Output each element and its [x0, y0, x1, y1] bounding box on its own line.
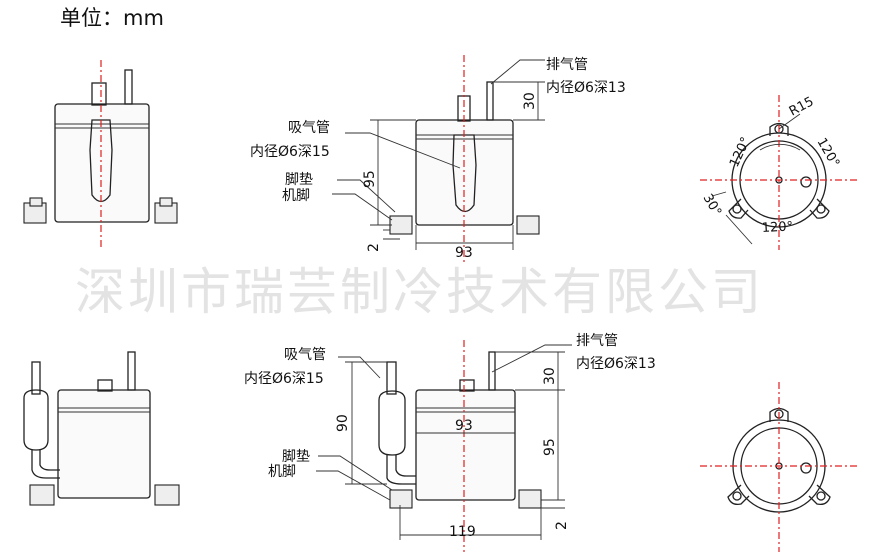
bottom-foot-dim: 2 [554, 521, 570, 530]
top-exhaust-label: 排气管 [546, 57, 588, 73]
bottom-exhaust-label: 排气管 [576, 333, 618, 349]
top-exhaust-inner-label: 内径Ø6深13 [546, 80, 626, 96]
angle-d-dim: 30° [700, 192, 725, 219]
bottom-plan-view [700, 382, 860, 552]
top-suction-label: 吸气管 [288, 120, 330, 136]
angle-a-dim: 120° [727, 135, 754, 170]
bottom-foot-pad-label: 脚垫 [282, 449, 310, 465]
top-front-view [23, 60, 178, 250]
top-dim-view [332, 55, 545, 262]
bottom-exhaust-inner-label: 内径Ø6深13 [576, 356, 656, 372]
bottom-exhaust-dim: 30 [542, 367, 558, 385]
bottom-machine-foot-label: 机脚 [268, 464, 296, 480]
bottom-body-width-dim: 93 [455, 418, 473, 434]
top-plan-view [700, 95, 860, 250]
bottom-height-dim: 95 [542, 438, 558, 456]
bottom-side-view [23, 351, 180, 506]
angle-c-dim: 120° [761, 219, 793, 236]
bottom-suction-height-dim: 90 [335, 414, 351, 432]
top-suction-inner-label: 内径Ø6深15 [250, 144, 330, 160]
unit-label: 单位：mm [60, 6, 164, 30]
top-foot-pad-label: 脚垫 [285, 172, 313, 188]
bottom-suction-inner-label: 内径Ø6深15 [244, 371, 324, 387]
bottom-overall-width-dim: 119 [449, 524, 476, 540]
top-machine-foot-label: 机脚 [282, 188, 310, 204]
top-height-dim: 95 [362, 170, 378, 188]
bottom-dim-view [316, 340, 572, 552]
radius-dim: R15 [787, 94, 817, 119]
top-foot-dim: 2 [366, 243, 382, 252]
bottom-suction-label: 吸气管 [284, 347, 326, 363]
top-width-dim: 93 [455, 245, 473, 261]
top-exhaust-dim: 30 [522, 92, 538, 110]
